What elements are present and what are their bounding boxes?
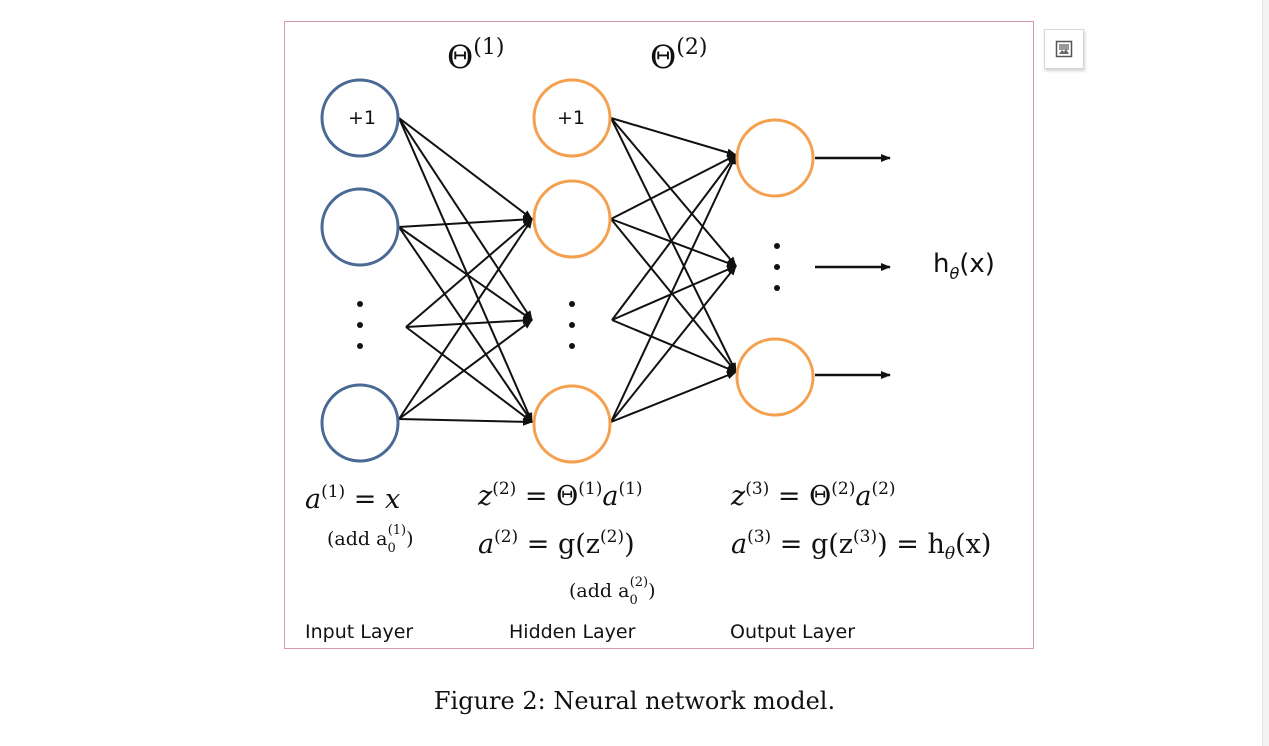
input-bias-node — [320, 78, 400, 158]
theta1-weights — [398, 117, 533, 426]
input-ellipsis — [357, 301, 363, 349]
output-node — [735, 337, 815, 417]
hidden-node — [532, 179, 612, 259]
output-ellipsis — [774, 243, 780, 291]
hidden-ellipsis — [569, 301, 575, 349]
input-bias-note: (add a0(1)) — [327, 523, 414, 556]
figure-caption: Figure 2: Neural network model. — [433, 687, 836, 715]
output-equation-z: z(3) = Θ(2)a(2) — [730, 479, 896, 512]
image-view-button[interactable] — [1044, 29, 1084, 69]
input-equation: a(1) = x — [305, 482, 400, 515]
scrollbar-track[interactable] — [1262, 0, 1269, 746]
output-layer-nodes — [735, 118, 815, 417]
hidden-layer-nodes — [532, 78, 612, 464]
theta2-weights — [610, 117, 737, 423]
output-node — [735, 118, 815, 198]
input-layer-label: Input Layer — [305, 621, 413, 643]
output-arrows — [815, 154, 891, 379]
hidden-equation-z: z(2) = Θ(1)a(1) — [477, 479, 643, 512]
network-diagram: +1 +1 Θ(1) Θ(2) hθ(x) a(1) = x (add a0(1… — [305, 35, 995, 643]
theta1-label: Θ(1) — [447, 35, 504, 76]
output-equation-a: a(3) = g(z(3)) = hθ(x) — [731, 527, 991, 564]
hidden-equation-a: a(2) = g(z(2)) — [478, 527, 635, 560]
input-bias-label: +1 — [348, 107, 376, 129]
hidden-node — [532, 384, 612, 464]
input-node — [320, 383, 400, 463]
hidden-layer-label: Hidden Layer — [509, 621, 636, 643]
hidden-bias-node — [532, 78, 612, 158]
neural-network-figure: +1 +1 Θ(1) Θ(2) hθ(x) a(1) = x (add a0(1… — [284, 21, 1034, 649]
input-layer-nodes — [320, 78, 400, 463]
hypothesis-label: hθ(x) — [933, 249, 995, 283]
image-icon — [1055, 40, 1073, 58]
hidden-bias-note: (add a0(2)) — [569, 575, 656, 608]
hidden-bias-label: +1 — [557, 107, 585, 129]
input-node — [320, 187, 400, 267]
theta2-label: Θ(2) — [650, 35, 707, 76]
output-layer-label: Output Layer — [730, 621, 855, 643]
